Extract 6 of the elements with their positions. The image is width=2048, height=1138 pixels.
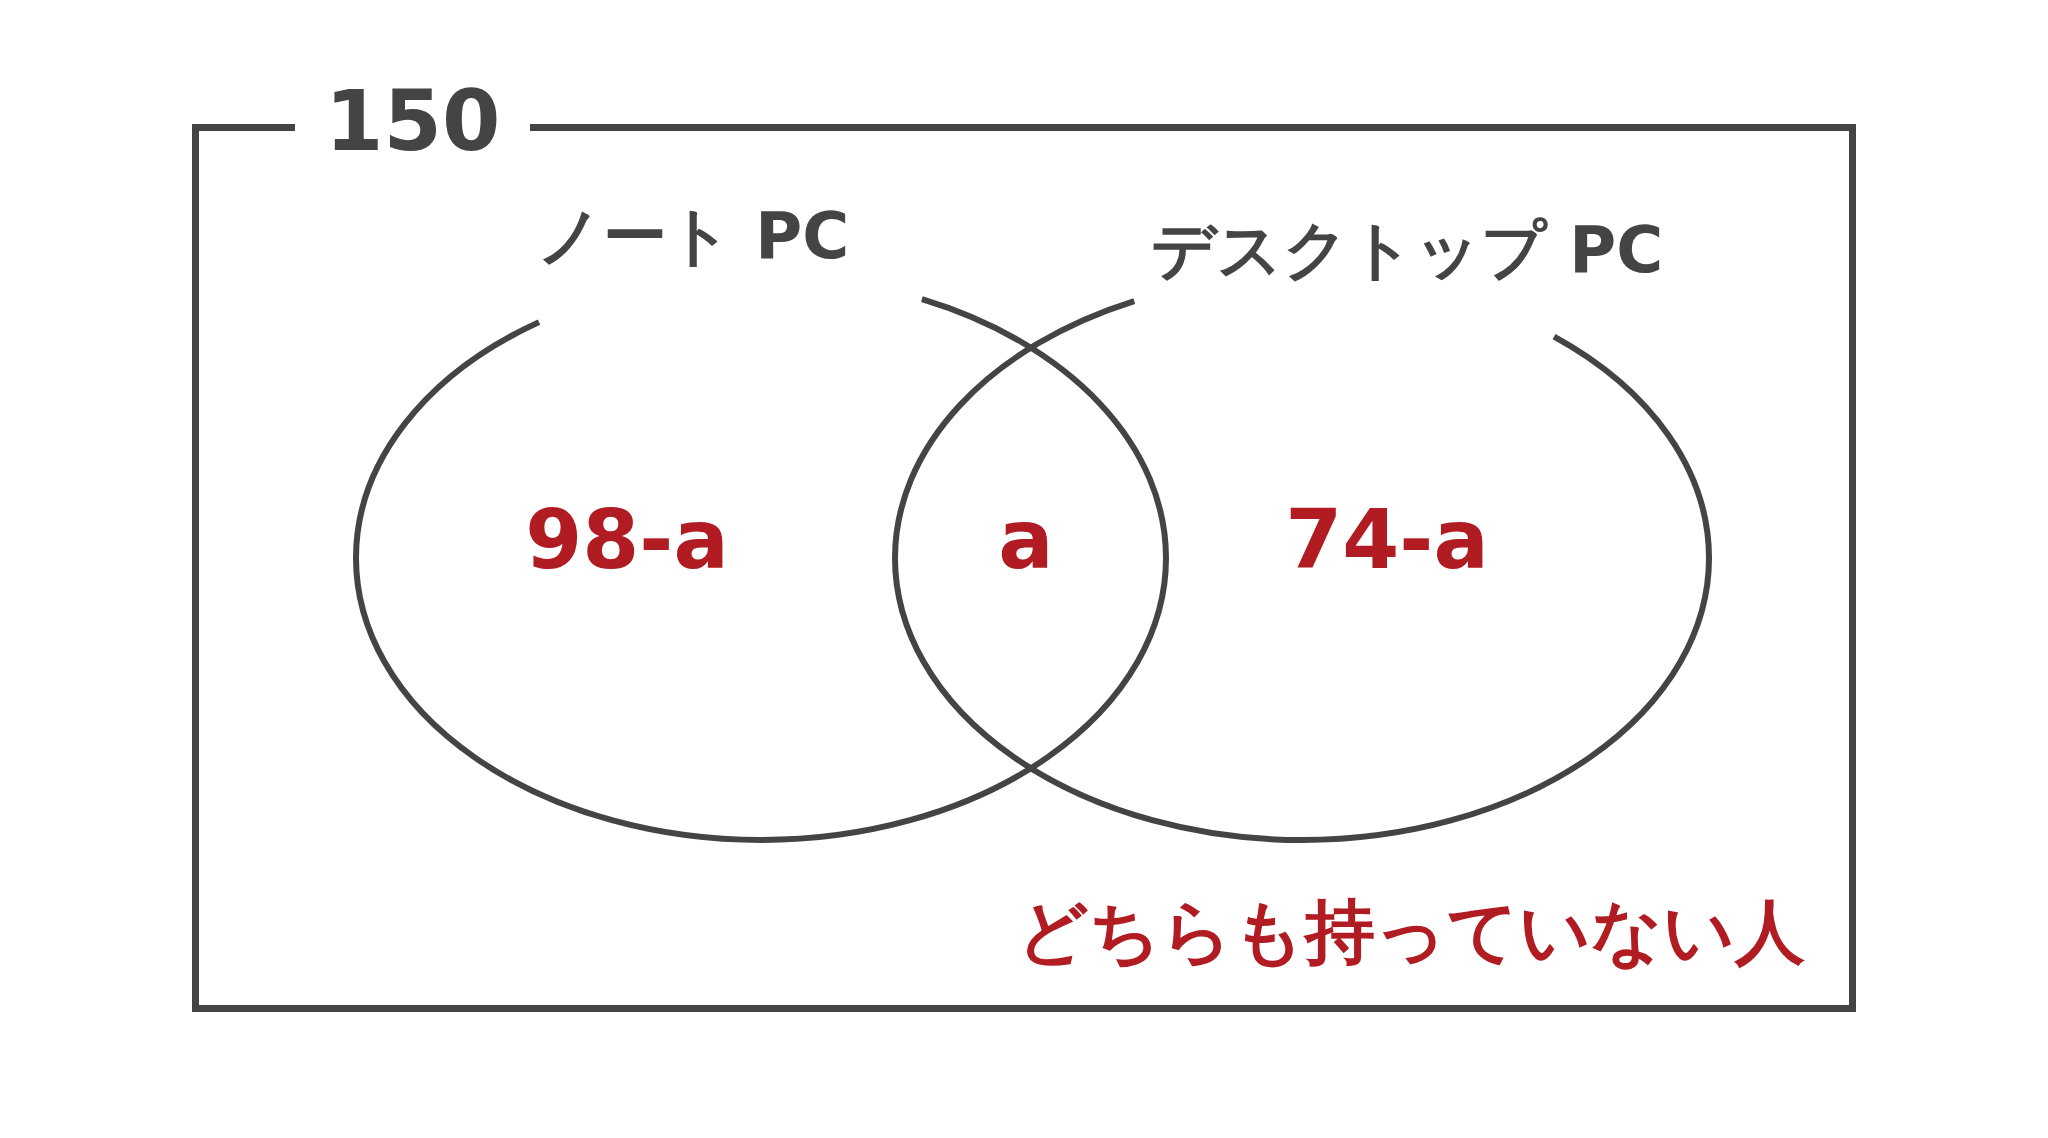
region-count: a (998, 499, 1054, 581)
region-count: 98-a (525, 499, 729, 581)
region-count: 74-a (1285, 499, 1489, 581)
set-label: ノート PC (536, 201, 851, 272)
region-label: どちらも持っていない人 (1017, 894, 1805, 971)
set-label: デスクトップ PC (1150, 215, 1665, 286)
